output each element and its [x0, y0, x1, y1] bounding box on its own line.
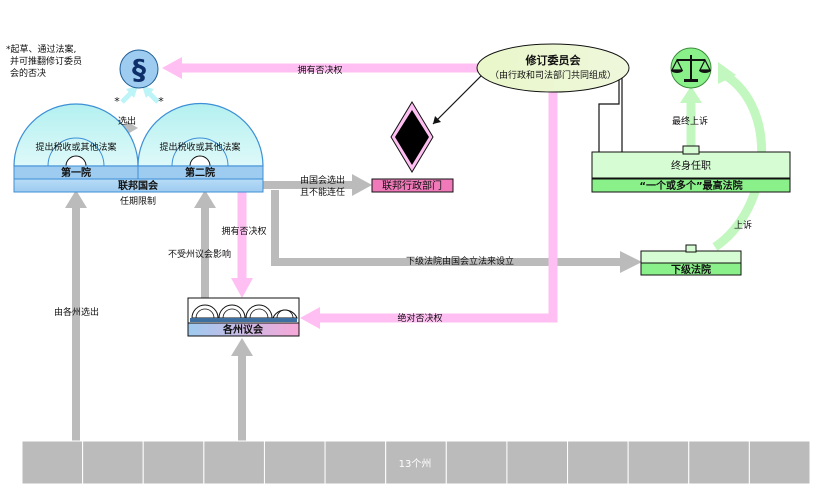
house-1-dome: [13, 103, 139, 167]
veto-top-label: 拥有否决权: [297, 64, 342, 76]
pink-connectors: [162, 57, 558, 329]
state-segment: [748, 440, 811, 485]
elected-by-congress-2: 且不能连任: [300, 186, 345, 198]
states-label: 13个州: [399, 458, 432, 470]
star-marker-2: *: [158, 95, 164, 108]
house-1-name: 第一院: [61, 166, 91, 179]
state-assembly: [187, 297, 300, 337]
cyan-connectors: [120, 86, 160, 104]
executive-box: [371, 178, 454, 193]
state-segment: [263, 440, 326, 485]
note-line-2: 并可推翻修订委员: [10, 55, 82, 67]
council-title: 修订委员会: [525, 53, 582, 67]
lower-courts-by-law-label: 下级法院由国会立法来设立: [406, 255, 514, 267]
state-segment: [627, 440, 690, 485]
state-segment: [567, 440, 629, 485]
state-segment: [385, 440, 447, 485]
tenure-label: 终身任职: [671, 159, 711, 172]
supreme-court-name: “一个或多个”最高法院: [639, 179, 742, 192]
executive-icon: [390, 101, 434, 173]
elect-label: 选出: [118, 115, 136, 127]
note-line-3: 会的否决: [10, 67, 46, 79]
house-2-name: 第二院: [185, 166, 215, 179]
svg-text:§: §: [132, 53, 146, 86]
states-bar: [21, 440, 811, 485]
section-sign-icon: §: [119, 49, 159, 89]
star-marker-1: *: [114, 95, 120, 108]
council-subtitle: （由行政和司法部门共同组成）: [490, 69, 616, 81]
assembly-dome-icons: [190, 304, 298, 322]
scales-of-justice-icon: [670, 47, 712, 89]
term-limit-label: 任期限制: [120, 195, 156, 207]
final-appeal-label: 最终上诉: [672, 115, 708, 127]
state-segment: [506, 440, 569, 485]
elected-by-congress-1: 由国会选出: [300, 174, 345, 186]
not-influenced-label: 不受州议会影响: [168, 248, 231, 260]
state-segment: [21, 440, 84, 485]
state-segment: [324, 440, 387, 485]
house-2-dome: [137, 102, 264, 167]
revision-council: [476, 43, 630, 93]
state-segment: [203, 440, 265, 485]
state-segment: [142, 440, 205, 485]
lower-court: [640, 244, 742, 276]
veto-states-label: 拥有否决权: [221, 225, 266, 237]
elected-by-states-label: 由各州选出: [54, 306, 99, 318]
note-block: *起草、通过法案, 并可推翻修订委员 会的否决: [6, 43, 82, 79]
note-line-1: *起草、通过法案,: [6, 43, 76, 55]
federal-congress: [13, 102, 264, 193]
state-assembly-name: 各州议会: [222, 323, 263, 336]
absolute-veto-label: 绝对否决权: [397, 312, 442, 324]
congress-name: 联邦国会: [118, 179, 158, 192]
executive-name: 联邦行政部门: [382, 179, 442, 192]
house-1-bill-label: 提出税收或其他法案: [35, 141, 116, 153]
lower-court-name: 下级法院: [671, 263, 711, 276]
appeal-label: 上诉: [734, 219, 752, 231]
state-segment: [445, 440, 508, 485]
house-2-bill-label: 提出税收或其他法案: [159, 141, 240, 153]
state-segment: [688, 440, 750, 485]
supreme-court: [591, 145, 791, 193]
state-segment: [82, 440, 144, 485]
